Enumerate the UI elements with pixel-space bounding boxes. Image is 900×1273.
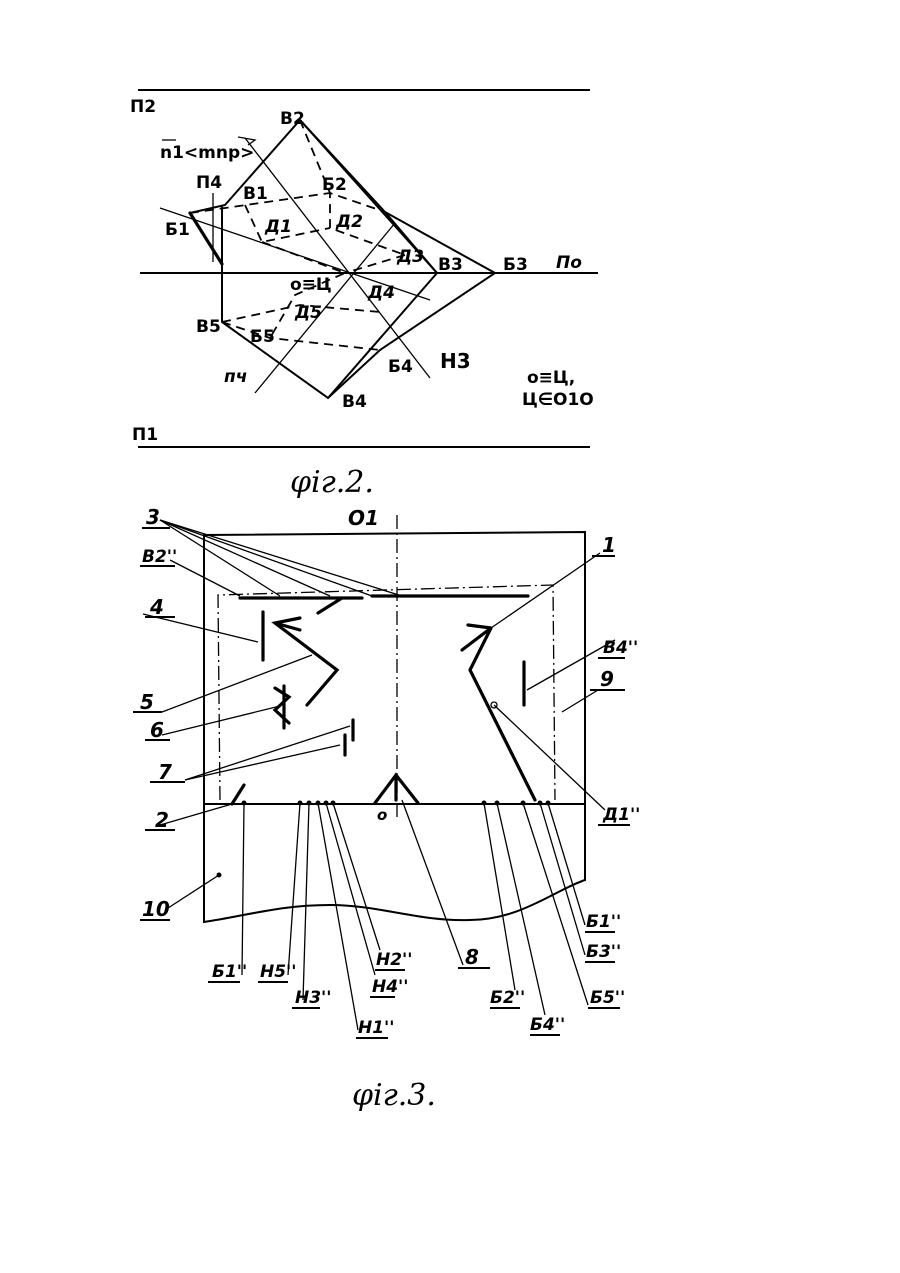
element-1-tip bbox=[468, 625, 491, 628]
label-b5: Б5'' bbox=[590, 988, 625, 1008]
label-o1: О1 bbox=[348, 506, 379, 530]
note-line-2: Ц∈О1О bbox=[522, 390, 594, 410]
label-1: 1 bbox=[602, 533, 616, 557]
label-p1: П1 bbox=[132, 425, 158, 445]
label-p4: П4 bbox=[196, 173, 222, 193]
label-h4: Н4'' bbox=[372, 977, 408, 997]
label-7: 7 bbox=[158, 760, 172, 784]
label-b3: Б3 bbox=[503, 255, 528, 275]
label-pch: пч bbox=[224, 367, 247, 387]
fig2-diagram: П2 П1 П4 По пч n1<mnp> В2 В1 В3 В4 В5 Б1… bbox=[130, 90, 598, 500]
label-h1: Н1'' bbox=[358, 1018, 394, 1038]
label-h3: Н3 bbox=[440, 349, 471, 373]
label-8: 8 bbox=[465, 945, 479, 969]
label-6: 6 bbox=[150, 718, 164, 742]
label-b4: Б4'' bbox=[530, 1015, 565, 1035]
element-2 bbox=[232, 785, 244, 804]
label-4: 4 bbox=[149, 595, 164, 619]
dashed-v2-d2 bbox=[300, 120, 405, 255]
label-h3: Н3'' bbox=[295, 988, 331, 1008]
label-b3: Б3'' bbox=[586, 942, 621, 962]
fig3-caption: φiг.3. bbox=[352, 1078, 436, 1113]
label-b1-right: Б1'' bbox=[586, 912, 621, 932]
label-b1: Б1 bbox=[165, 220, 190, 240]
label-9: 9 bbox=[600, 667, 614, 691]
label-d4: Д4 bbox=[367, 283, 395, 303]
label-v5: В5 bbox=[196, 317, 221, 337]
label-b4: Б4 bbox=[388, 357, 413, 377]
dashed-b5-b4 bbox=[222, 322, 380, 350]
inner-frame bbox=[218, 585, 555, 800]
label-center: о≡Ц bbox=[290, 275, 332, 295]
fig3-diagram: О1 о 1 2 3 4 5 6 7 8 9 10 В2'' В4'' Д1''… bbox=[133, 505, 640, 1113]
pch-line bbox=[255, 223, 395, 393]
label-p0: По bbox=[556, 253, 582, 273]
label-b5: Б5 bbox=[250, 327, 275, 347]
label-v2: В2'' bbox=[142, 547, 177, 567]
label-o: о bbox=[377, 806, 387, 824]
fig2-caption: φiг.2. bbox=[290, 465, 374, 500]
label-p2: П2 bbox=[130, 97, 156, 117]
label-h2: Н2'' bbox=[376, 950, 412, 970]
body-outline bbox=[204, 532, 585, 922]
label-v4: В4'' bbox=[603, 638, 638, 658]
label-v1: В1 bbox=[243, 184, 268, 204]
label-2: 2 bbox=[155, 808, 169, 832]
label-v4: В4 bbox=[342, 392, 367, 412]
label-d5: Д5 bbox=[294, 303, 322, 323]
label-5: 5 bbox=[140, 690, 154, 714]
label-10: 10 bbox=[142, 897, 170, 921]
element-1-contour bbox=[462, 628, 535, 800]
label-v2: В2 bbox=[280, 109, 305, 129]
label-d1: Д1'' bbox=[602, 805, 640, 825]
label-b2: Б2 bbox=[322, 175, 347, 195]
element-6 bbox=[275, 688, 289, 723]
dashed-b1-b2 bbox=[190, 193, 385, 213]
label-b2: Б2'' bbox=[490, 988, 525, 1008]
label-h5: Н5'' bbox=[260, 962, 296, 982]
label-b1-left: Б1'' bbox=[212, 962, 247, 982]
element-3-stub bbox=[318, 598, 342, 613]
label-n1: n1<mnp> bbox=[160, 143, 254, 163]
label-3: 3 bbox=[146, 505, 160, 529]
note-line-1: о≡Ц, bbox=[527, 368, 575, 388]
b1-edge-bold bbox=[190, 213, 222, 264]
label-d3: Д3 bbox=[396, 247, 424, 267]
label-d2: Д2 bbox=[335, 212, 363, 232]
label-v3: В3 bbox=[438, 255, 463, 275]
label-d1: Д1 bbox=[264, 217, 292, 237]
dashed-d3 bbox=[345, 255, 405, 273]
